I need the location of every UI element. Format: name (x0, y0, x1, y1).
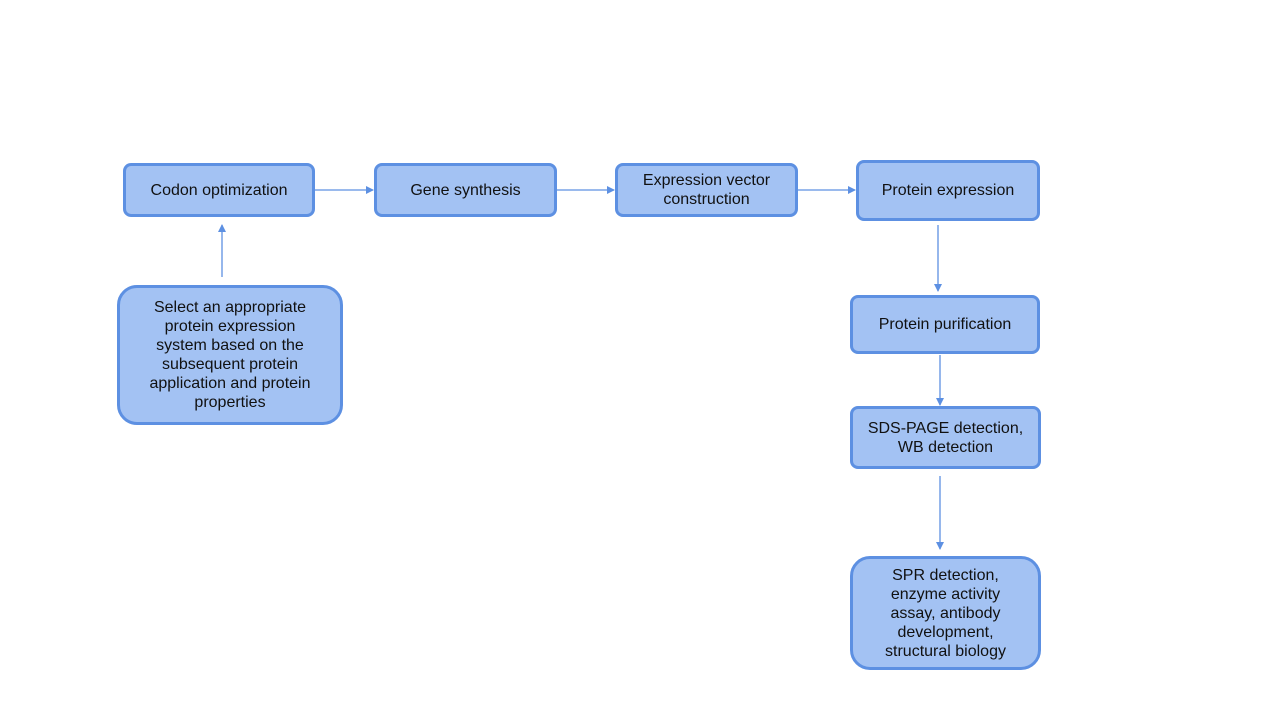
node-protein-expression: Protein expression (856, 160, 1040, 221)
node-codon-optimization-label: Codon optimization (150, 181, 288, 199)
node-gene-synthesis-label: Gene synthesis (410, 181, 521, 199)
node-protein-expression-label: Protein expression (881, 182, 1015, 199)
node-applications: SPR detection, enzyme activity assay, an… (850, 556, 1041, 670)
node-gene-synthesis: Gene synthesis (374, 163, 557, 217)
node-codon-optimization: Codon optimization (123, 163, 315, 217)
node-expression-vector: Expression vector construction (615, 163, 798, 217)
node-select-system-label: Select an appropriate protein expression… (149, 299, 311, 411)
node-select-system: Select an appropriate protein expression… (117, 285, 343, 425)
node-sds-page: SDS-PAGE detection, WB detection (850, 406, 1041, 469)
node-sds-page-label: SDS-PAGE detection, WB detection (867, 419, 1024, 456)
node-expression-vector-label: Expression vector construction (642, 172, 771, 208)
node-protein-purification: Protein purification (850, 295, 1040, 354)
node-applications-label: SPR detection, enzyme activity assay, an… (885, 566, 1006, 660)
node-protein-purification-label: Protein purification (878, 316, 1012, 333)
